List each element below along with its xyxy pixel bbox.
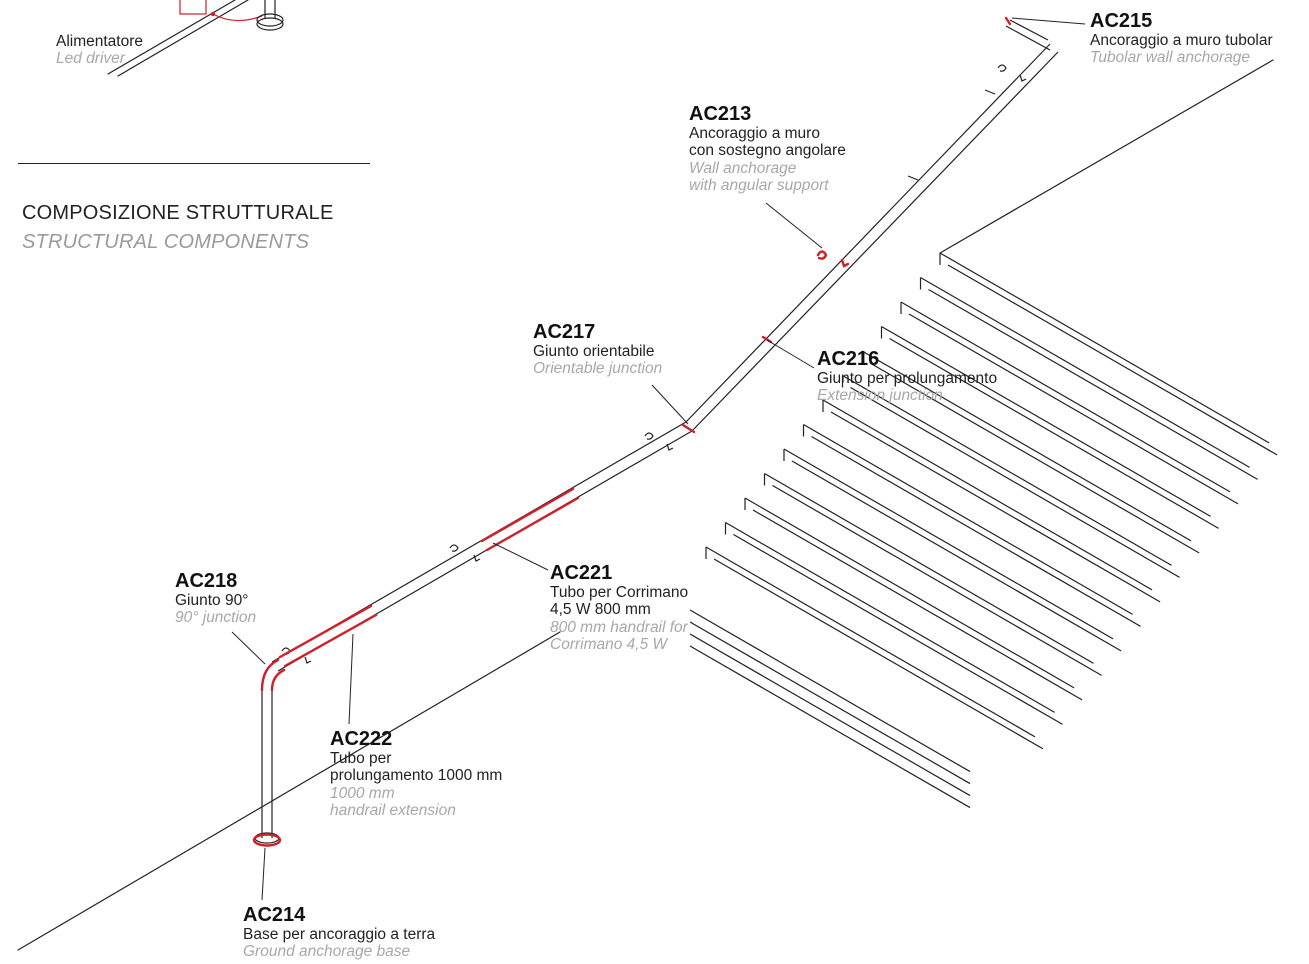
lamp-base-icon <box>256 0 284 31</box>
label-ac215: AC215 Ancoraggio a muro tubolar Tubolar … <box>1090 11 1273 67</box>
label-ac217: AC217 Giunto orientabile Orientable junc… <box>533 322 662 378</box>
driver-wall-line <box>117 0 249 77</box>
stair-tread-edge <box>822 399 1153 591</box>
staircase <box>689 252 1278 809</box>
stair-riser-edge <box>928 288 1258 480</box>
leader-lines <box>231 17 1086 901</box>
component-code: AC218 <box>175 570 238 592</box>
stair-tread-edge <box>725 521 1055 713</box>
component-name-en: handrail extension <box>330 802 456 820</box>
stair-riser-edge <box>772 484 1102 676</box>
ac222-pipe-b <box>283 613 378 668</box>
component-code: AC215 <box>1090 10 1153 32</box>
component-name-it: Base per ancoraggio a terra <box>243 926 436 943</box>
component-code: AC213 <box>689 103 752 125</box>
ac214-base <box>252 833 282 847</box>
component-name-en: Corrimano 4,5 W <box>550 636 668 654</box>
stair-riser-edge <box>850 386 1180 578</box>
component-code: AC216 <box>817 348 880 370</box>
landing-line <box>689 633 971 797</box>
landing-line <box>689 621 971 785</box>
handrail-pipe <box>254 19 1059 844</box>
component-name-it: con sostegno angolare <box>689 142 846 160</box>
stair-tread-edge <box>939 252 1270 444</box>
stair-tread-edge <box>705 546 1036 738</box>
component-name-it: Giunto 90° <box>175 592 249 609</box>
ac217-joint <box>681 423 696 434</box>
stair-riser-edge <box>791 460 1122 652</box>
component-name-it: Ancoraggio a muro tubolar <box>1090 32 1273 49</box>
component-name-it: 4,5 W 800 mm <box>550 601 651 619</box>
label-ac222: AC222 Tubo per prolungamento 1000 mm 100… <box>330 728 503 820</box>
stair-riser-edge <box>908 313 1239 505</box>
component-name-en: 1000 mm <box>330 784 395 802</box>
component-name-it: Giunto orientabile <box>533 343 655 360</box>
driver-label-en: Led driver <box>56 50 125 68</box>
component-name-it: Giunto per prolungamento <box>817 370 998 387</box>
component-code: AC222 <box>330 728 393 750</box>
ac218-elbow <box>260 658 286 692</box>
stair-riser-edge <box>947 264 1278 456</box>
ac221-pipe-b <box>485 496 580 552</box>
label-ac214: AC214 Base per ancoraggio a terra Ground… <box>243 905 435 961</box>
component-name-en: Ground anchorage base <box>243 943 411 961</box>
component-code: AC214 <box>243 904 306 926</box>
stair-tread-edge <box>920 276 1250 468</box>
highlighted-components <box>252 16 1012 847</box>
stair-tread-edge <box>764 472 1094 664</box>
stair-riser-edge <box>830 411 1161 603</box>
stair-tread-edge <box>861 350 1192 542</box>
landing-line <box>689 609 971 773</box>
section-subtitle: STRUCTURAL COMPONENTS <box>22 231 310 253</box>
component-name-en: Extension junction <box>817 387 943 405</box>
stair-tread-edge <box>900 301 1231 493</box>
component-name-it: Tubo per Corrimano <box>550 584 689 601</box>
ground-line <box>17 631 561 951</box>
stair-tread-edge <box>783 448 1114 640</box>
driver-label-it: Alimentatore <box>56 33 144 50</box>
component-name-en: Wall anchorage <box>689 159 797 177</box>
component-name-en: Orientable junction <box>533 360 663 378</box>
component-name-en: 90° junction <box>175 609 257 627</box>
component-name-en: 800 mm handrail for <box>550 618 688 636</box>
stair-tread-edge <box>842 374 1172 566</box>
stair-riser-edge <box>733 533 1063 725</box>
section-divider <box>18 163 370 164</box>
stair-riser-edge <box>752 509 1083 701</box>
led-driver-label: Alimentatore Led driver <box>56 33 143 68</box>
component-code: AC217 <box>533 321 596 343</box>
component-name-it: Ancoraggio a muro <box>689 125 820 142</box>
led-driver-icon <box>179 0 263 22</box>
label-ac218: AC218 Giunto 90° 90° junction <box>175 571 256 627</box>
component-name-it: Tubo per <box>330 750 392 767</box>
stair-tread-edge <box>803 423 1133 615</box>
label-ac213: AC213 Ancoraggio a muro con sostegno ang… <box>689 103 846 195</box>
ac222-pipe-a <box>278 604 373 659</box>
ac213-bracket <box>816 250 850 268</box>
stair-riser-edge <box>713 558 1044 750</box>
wall-line-upper <box>939 59 1274 254</box>
component-name-en: Tubolar wall anchorage <box>1090 49 1250 67</box>
stair-riser-edge <box>811 435 1141 627</box>
ac215-end <box>1004 16 1012 26</box>
stair-tread-edge <box>881 325 1211 517</box>
ac221-pipe-a <box>480 487 575 543</box>
component-name-it: prolungamento 1000 mm <box>330 767 503 785</box>
component-name-en: with angular support <box>689 177 829 195</box>
stair-tread-edge <box>744 497 1075 689</box>
landing-line <box>689 645 971 809</box>
label-ac216: AC216 Giunto per prolungamento Extension… <box>817 349 997 405</box>
stair-riser-edge <box>889 337 1219 529</box>
label-ac221: AC221 Tubo per Corrimano 4,5 W 800 mm 80… <box>550 562 689 654</box>
stair-riser-edge <box>869 362 1200 554</box>
section-title: COMPOSIZIONE STRUTTURALE <box>22 202 334 224</box>
component-code: AC221 <box>550 562 613 584</box>
